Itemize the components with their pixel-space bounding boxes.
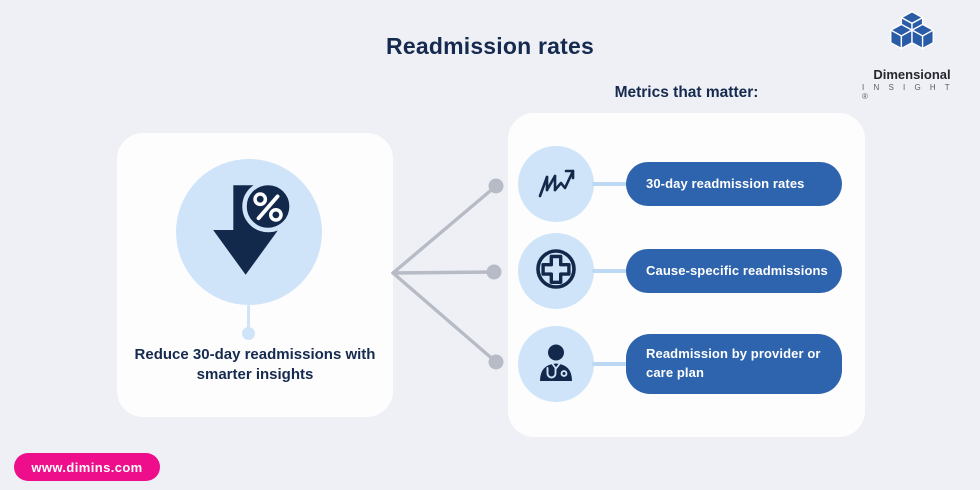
metric-pill: 30-day readmission rates <box>626 162 842 206</box>
metric-label: Cause-specific readmissions <box>646 262 828 278</box>
metric-connector <box>592 362 628 366</box>
metric-row <box>518 326 594 402</box>
website-pill[interactable]: www.dimins.com <box>14 453 160 481</box>
website-url: www.dimins.com <box>31 459 143 475</box>
logo-name: Dimensional <box>873 67 951 82</box>
stacked-cubes-icon <box>885 8 939 65</box>
page-title: Readmission rates <box>386 33 594 59</box>
circle-stem-line <box>247 305 250 329</box>
metric-row <box>518 233 594 309</box>
logo-subtitle: I N S I G H T ® <box>862 83 953 101</box>
metric-connector <box>592 269 628 273</box>
company-logo: Dimensional I N S I G H T ® <box>862 8 962 101</box>
circle-stem-dot <box>242 327 255 340</box>
reduce-readmissions-card: Reduce 30-day readmissions with smarter … <box>117 133 393 417</box>
doctor-icon <box>533 339 579 390</box>
metrics-card: 30-day readmission rates Cause-specific … <box>508 113 865 437</box>
arrow-percent-circle <box>176 159 322 305</box>
trend-chart-icon <box>534 160 578 209</box>
left-card-caption: Reduce 30-day readmissions with smarter … <box>134 346 376 384</box>
metric-connector <box>592 182 628 186</box>
medical-cross-icon <box>533 246 579 297</box>
metrics-heading: Metrics that matter: <box>614 84 759 101</box>
metric-label: Readmission by provider or care plan <box>646 346 821 380</box>
downward-arrow-percent-icon <box>193 174 305 291</box>
metric-pill: Readmission by provider or care plan <box>626 334 842 394</box>
metric-label: 30-day readmission rates <box>646 175 805 191</box>
metric-row <box>518 146 594 222</box>
connector-fan <box>391 178 504 370</box>
metric-pill: Cause-specific readmissions <box>626 249 842 293</box>
